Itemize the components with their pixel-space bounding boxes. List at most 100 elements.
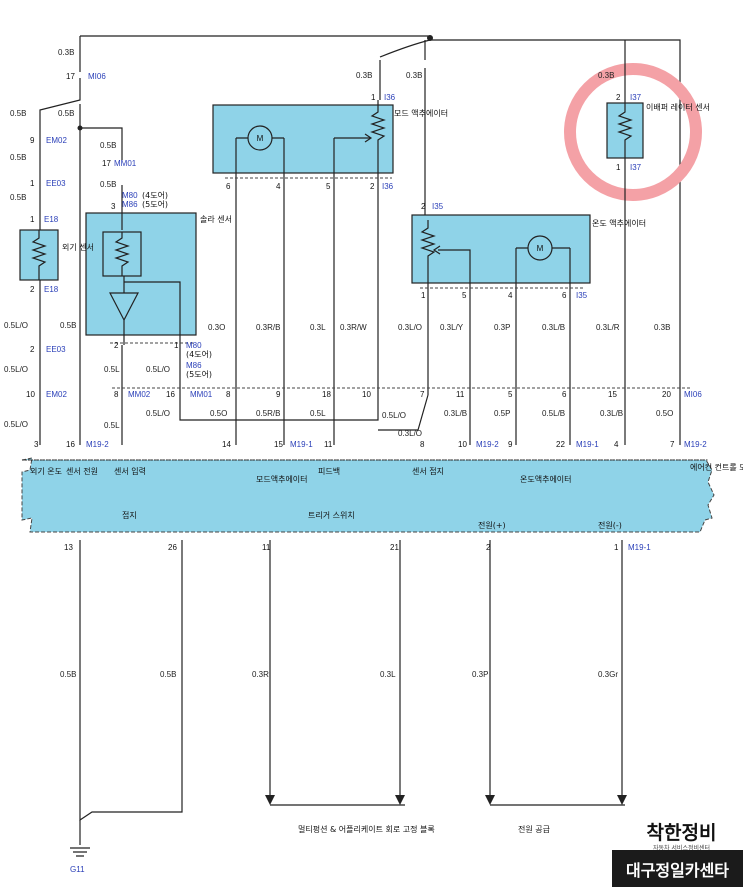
highlight-ring xyxy=(564,63,702,201)
connector-id: M19-2 xyxy=(86,440,109,449)
connector-id: MI06 xyxy=(684,390,702,399)
svg-text:M: M xyxy=(257,134,264,143)
ecu-side-label: 에어컨 컨트롤 모듈 xyxy=(690,462,743,472)
pin-number: 11 xyxy=(324,440,333,449)
wire-label: 0.5L/B xyxy=(542,409,565,418)
wire-label: 0.3R/W xyxy=(340,323,367,332)
brand-logo-text: 착한정비 xyxy=(646,822,717,844)
pin-number: 1 xyxy=(30,179,35,188)
wire-label: 0.3L/B xyxy=(542,323,565,332)
pin-number: 2 xyxy=(486,543,491,552)
pin-number: 1 xyxy=(421,291,426,300)
ecu-pin-label: 피드백 xyxy=(318,466,340,476)
wire-label: 0.3L/Y xyxy=(440,323,464,332)
reference-label: 전원 공급 xyxy=(518,824,550,834)
connector-id: M19-1 xyxy=(290,440,313,449)
pin-number: 9 xyxy=(508,440,513,449)
pin-number: 2 xyxy=(370,182,375,191)
pin-number: 2 xyxy=(616,93,621,102)
connector-id: EM02 xyxy=(46,390,67,399)
connector-id: M19-2 xyxy=(684,440,707,449)
connector-id: MM01 xyxy=(190,390,213,399)
wire-label: 0.5P xyxy=(494,409,510,418)
door-note: (4도어) xyxy=(142,190,168,200)
door-note: (5도어) xyxy=(142,199,168,209)
pin-number: 9 xyxy=(276,390,281,399)
connector-id: M86 xyxy=(186,361,202,370)
connector-id: E18 xyxy=(44,215,59,224)
ambient-sensor-chain xyxy=(19,78,123,445)
wire-label: 0.3L xyxy=(310,323,326,332)
wire-label: 0.5R/B xyxy=(256,409,280,418)
wire-label: 0.5B xyxy=(100,180,116,189)
wire-label: 0.5L/O xyxy=(4,420,28,429)
connector-id: M19-1 xyxy=(576,440,599,449)
wire-label: 0.3L/O xyxy=(398,323,422,332)
wire-label: 0.5L/O xyxy=(146,409,170,418)
connector-id: I35 xyxy=(576,291,588,300)
wire-label: 0.3O xyxy=(208,323,225,332)
connector-id: G11 xyxy=(70,865,85,874)
pin-number: 7 xyxy=(420,390,425,399)
wire-label: 0.5L xyxy=(310,409,326,418)
wire-label: 0.5B xyxy=(100,141,116,150)
temp-actuator-box xyxy=(411,214,591,284)
wire-label: 0.5O xyxy=(656,409,673,418)
pin-number: 16 xyxy=(166,390,175,399)
connector-id: M19-2 xyxy=(476,440,499,449)
door-note: (4도어) xyxy=(186,349,212,359)
connector-id: E18 xyxy=(44,285,59,294)
pin-number: 3 xyxy=(111,202,116,211)
ecu-body xyxy=(21,457,715,533)
connector-id: I37 xyxy=(630,163,642,172)
pin-number: 17 xyxy=(102,159,111,168)
wire-label: 0.5B xyxy=(58,109,74,118)
connector-id: MM02 xyxy=(128,390,151,399)
component-label: 모드 액추에이터 xyxy=(394,108,448,118)
svg-text:M: M xyxy=(537,244,544,253)
connector-id: M80 xyxy=(186,341,202,350)
pin-number: 13 xyxy=(64,543,73,552)
wire-label: 0.5O xyxy=(210,409,227,418)
reference-label: 멀티펑션 & 어플리케이트 회로 고정 블록 xyxy=(298,824,435,834)
pin-number: 8 xyxy=(114,390,119,399)
ecu-pin-label: 센서 전원 xyxy=(66,466,98,476)
wire-label: 0.3Gr xyxy=(598,670,618,679)
pin-number: 15 xyxy=(274,440,283,449)
pin-number: 4 xyxy=(614,440,619,449)
wire-label: 0.5L/O xyxy=(382,411,406,420)
ecu-pin-label: 온도액추에이터 xyxy=(520,474,572,484)
ecu-pin-label: 전원(+) xyxy=(478,520,506,530)
connector-id: I36 xyxy=(384,93,396,102)
pin-number: 18 xyxy=(322,390,331,399)
brand-subtitle: 자동차 서비스정비센터 xyxy=(652,845,711,852)
pin-number: 26 xyxy=(168,543,177,552)
wire-label: 0.3B xyxy=(598,71,614,80)
wire-label: 0.3B xyxy=(654,323,670,332)
pin-number: 5 xyxy=(508,390,513,399)
wire-label: 0.5B xyxy=(10,193,26,202)
pin-number: 17 xyxy=(66,72,75,81)
wire-label: 0.5L/O xyxy=(4,321,28,330)
connector-id: EE03 xyxy=(46,345,66,354)
pin-number: 11 xyxy=(456,390,465,399)
pin-number: 6 xyxy=(226,182,231,191)
wire-label: 0.3B xyxy=(58,48,74,57)
wire-label: 0.3B xyxy=(356,71,372,80)
wire-label: 0.5L xyxy=(104,421,120,430)
pin-number: 1 xyxy=(174,341,179,350)
mode-actuator-box xyxy=(212,104,394,174)
ecu-pin-label: 외기 온도 xyxy=(30,466,62,476)
connector-id: M80 xyxy=(122,191,138,200)
wire-label: 0.3P xyxy=(494,323,510,332)
wire-label: 0.3R xyxy=(252,670,269,679)
wire-label: 0.5B xyxy=(60,321,76,330)
pin-number: 1 xyxy=(371,93,376,102)
wire-label: 0.5L/O xyxy=(146,365,170,374)
pin-number: 21 xyxy=(390,543,399,552)
wire-label: 0.5L/O xyxy=(4,365,28,374)
connector-id: M19-1 xyxy=(628,543,651,552)
wire-label: 0.5B xyxy=(60,670,76,679)
pin-number: 11 xyxy=(262,543,271,552)
